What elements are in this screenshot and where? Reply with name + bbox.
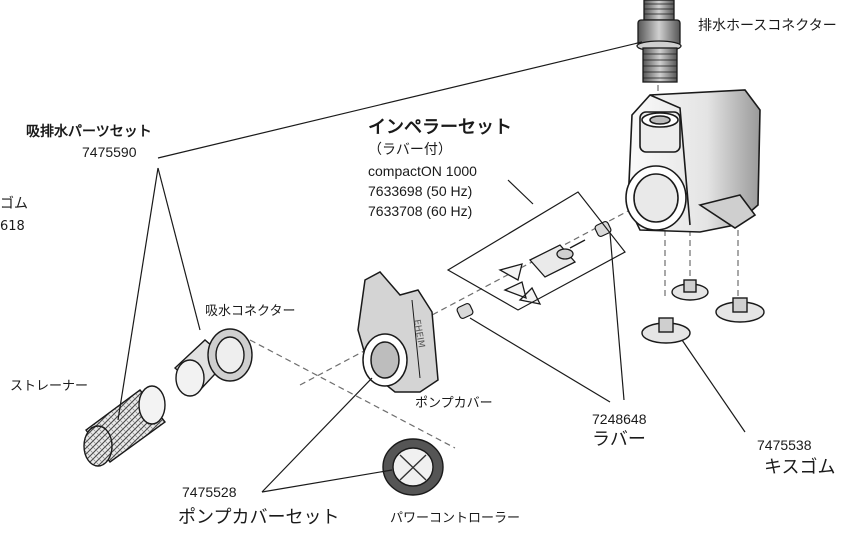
suction-cups-part	[641, 279, 765, 344]
cover-brand-text: EHEIM	[411, 319, 426, 349]
impeller-part	[498, 239, 586, 305]
label-hose-connector: 排水ホースコネクター	[698, 18, 837, 34]
rubber-bushings-part	[456, 220, 612, 320]
label-cut-rubber-name: ゴム	[0, 196, 28, 212]
label-impeller-model: compactON 1000	[368, 163, 477, 179]
label-rubber-code: 7248648	[592, 411, 647, 427]
label-suction-cup-name: キスゴム	[764, 457, 836, 478]
label-power-controller: パワーコントローラー	[390, 511, 521, 526]
pump-body-part	[625, 89, 761, 233]
label-pump-cover-set-code: 7475528	[182, 484, 237, 500]
label-pump-cover-set-name: ポンプカバーセット	[178, 507, 340, 528]
label-cut-rubber-code: 618	[0, 219, 25, 234]
intake-connector-part	[173, 328, 253, 397]
label-impeller-code-50: 7633698 (50 Hz)	[368, 183, 473, 199]
label-intake-set-code: 7475590	[82, 144, 137, 160]
label-impeller-code-60: 7633708 (60 Hz)	[368, 203, 473, 219]
power-controller-part	[382, 438, 444, 496]
label-rubber-name: ラバー	[592, 429, 646, 450]
label-impeller-set-name: インペラーセット	[368, 117, 512, 138]
label-strainer: ストレーナー	[10, 379, 89, 394]
pump-cover-part: EHEIM	[357, 271, 439, 393]
leader-lines	[117, 41, 746, 493]
label-intake-connector: 吸水コネクター	[205, 304, 296, 319]
label-suction-cup-code: 7475538	[757, 437, 812, 453]
label-impeller-set-sub: （ラバー付）	[368, 142, 452, 158]
hose-connector-part	[636, 0, 682, 83]
label-pump-cover: ポンプカバー	[415, 396, 493, 411]
label-intake-set-name: 吸排水パーツセット	[26, 124, 152, 140]
strainer-part	[83, 385, 166, 467]
